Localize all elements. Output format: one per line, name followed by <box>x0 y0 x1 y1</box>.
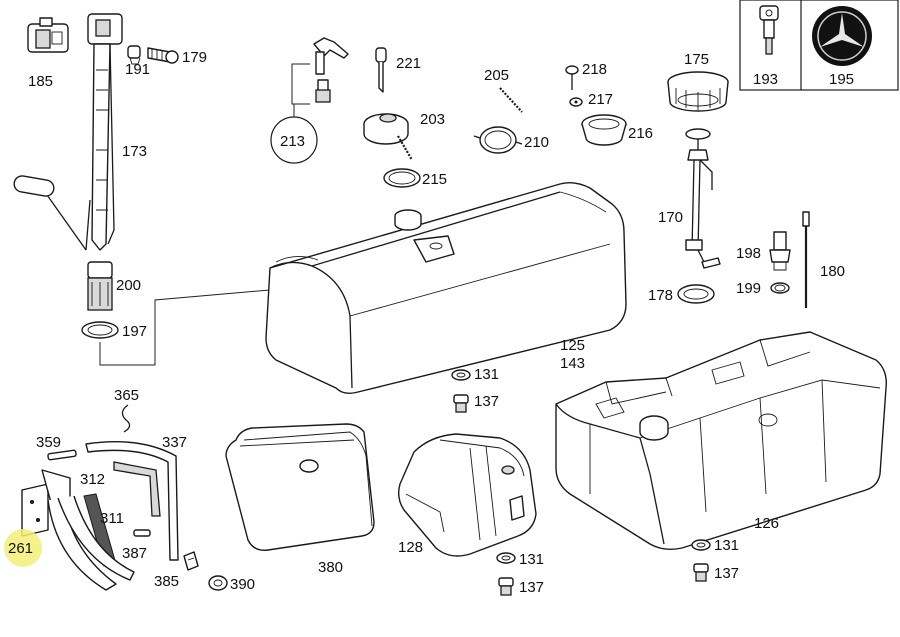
label-205[interactable]: 205 <box>484 67 509 84</box>
label-137-c[interactable]: 137 <box>714 565 739 582</box>
label-221[interactable]: 221 <box>396 55 421 72</box>
part-125-drawing[interactable] <box>265 181 627 395</box>
part-210-drawing[interactable] <box>473 126 523 154</box>
part-359-drawing[interactable] <box>47 449 77 461</box>
mercedes-star-icon <box>812 6 872 66</box>
part-217-drawing[interactable] <box>569 97 583 107</box>
label-185[interactable]: 185 <box>28 73 53 90</box>
label-191[interactable]: 191 <box>125 61 150 78</box>
label-175[interactable]: 175 <box>684 51 709 68</box>
part-337-drawing[interactable] <box>85 441 179 561</box>
label-173[interactable]: 173 <box>122 143 147 160</box>
label-193[interactable]: 193 <box>753 71 778 88</box>
label-390[interactable]: 390 <box>230 576 255 593</box>
part-137c-drawing[interactable] <box>693 563 709 582</box>
part-175-drawing[interactable] <box>667 71 729 112</box>
part-137b-drawing[interactable] <box>498 577 514 596</box>
part-173-drawing[interactable] <box>13 13 123 251</box>
label-203[interactable]: 203 <box>420 111 445 128</box>
part-390-drawing[interactable] <box>208 575 228 591</box>
part-137a-drawing[interactable] <box>453 394 469 413</box>
label-180[interactable]: 180 <box>820 263 845 280</box>
label-380[interactable]: 380 <box>318 559 343 576</box>
part-128-drawing[interactable] <box>397 433 537 557</box>
part-365-drawing[interactable] <box>121 404 131 433</box>
label-387[interactable]: 387 <box>122 545 147 562</box>
part-193-drawing[interactable] <box>759 5 779 55</box>
label-198[interactable]: 198 <box>736 245 761 262</box>
part-199-drawing[interactable] <box>770 282 790 294</box>
part-131c-drawing[interactable] <box>691 539 711 551</box>
part-203-drawing[interactable] <box>363 113 413 161</box>
part-312-drawing[interactable] <box>113 461 161 517</box>
label-216[interactable]: 216 <box>628 125 653 142</box>
label-179[interactable]: 179 <box>182 49 207 66</box>
part-179-drawing[interactable] <box>147 47 179 64</box>
part-380-drawing[interactable] <box>225 423 375 551</box>
leader-197-to-tank <box>99 289 271 366</box>
label-213[interactable]: 213 <box>280 133 305 150</box>
label-217[interactable]: 217 <box>588 91 613 108</box>
label-215[interactable]: 215 <box>422 171 447 188</box>
label-128[interactable]: 128 <box>398 539 423 556</box>
part-213-drawing[interactable] <box>291 63 331 105</box>
label-199[interactable]: 199 <box>736 280 761 297</box>
part-191-drawing[interactable] <box>127 45 141 65</box>
label-137-b[interactable]: 137 <box>519 579 544 596</box>
label-200[interactable]: 200 <box>116 277 141 294</box>
part-385-drawing[interactable] <box>183 551 199 571</box>
part-216-drawing[interactable] <box>581 114 627 146</box>
part-200-drawing[interactable] <box>87 261 113 311</box>
label-218[interactable]: 218 <box>582 61 607 78</box>
label-143[interactable]: 143 <box>560 355 585 372</box>
part-180-drawing[interactable] <box>802 211 810 308</box>
label-210[interactable]: 210 <box>524 134 549 151</box>
part-215-drawing[interactable] <box>383 168 421 188</box>
label-137-a[interactable]: 137 <box>474 393 499 410</box>
part-218-drawing[interactable] <box>565 65 579 90</box>
label-311[interactable]: 311 <box>100 510 124 527</box>
label-261[interactable]: 261 <box>8 540 33 557</box>
label-131-b[interactable]: 131 <box>519 551 544 568</box>
label-365[interactable]: 365 <box>114 387 139 404</box>
label-337[interactable]: 337 <box>162 434 187 451</box>
part-178-drawing[interactable] <box>677 284 715 304</box>
part-170-drawing[interactable] <box>685 128 721 269</box>
part-198-drawing[interactable] <box>769 231 791 271</box>
part-387-drawing[interactable] <box>133 529 151 537</box>
part-261-drawing[interactable] <box>21 469 135 591</box>
label-125[interactable]: 125 <box>560 337 585 354</box>
label-385[interactable]: 385 <box>154 573 179 590</box>
part-185-drawing[interactable] <box>27 17 69 53</box>
label-131-c[interactable]: 131 <box>714 537 739 554</box>
label-359[interactable]: 359 <box>36 434 61 451</box>
label-170[interactable]: 170 <box>658 209 683 226</box>
part-205-drawing[interactable] <box>499 87 523 113</box>
highlight-marker-261 <box>4 529 42 567</box>
part-221-drawing[interactable] <box>313 37 387 93</box>
label-195[interactable]: 195 <box>829 71 854 88</box>
part-131a-drawing[interactable] <box>451 369 471 381</box>
label-131-a[interactable]: 131 <box>474 366 499 383</box>
label-178[interactable]: 178 <box>648 287 673 304</box>
label-197[interactable]: 197 <box>122 323 147 340</box>
label-312[interactable]: 312 <box>80 471 105 488</box>
part-131b-drawing[interactable] <box>496 552 516 564</box>
label-126[interactable]: 126 <box>754 515 779 532</box>
part-labels: 185 191 179 173 200 197 213 221 203 215 … <box>8 49 854 596</box>
part-126-drawing[interactable] <box>555 331 887 551</box>
part-197-drawing[interactable] <box>81 321 119 339</box>
